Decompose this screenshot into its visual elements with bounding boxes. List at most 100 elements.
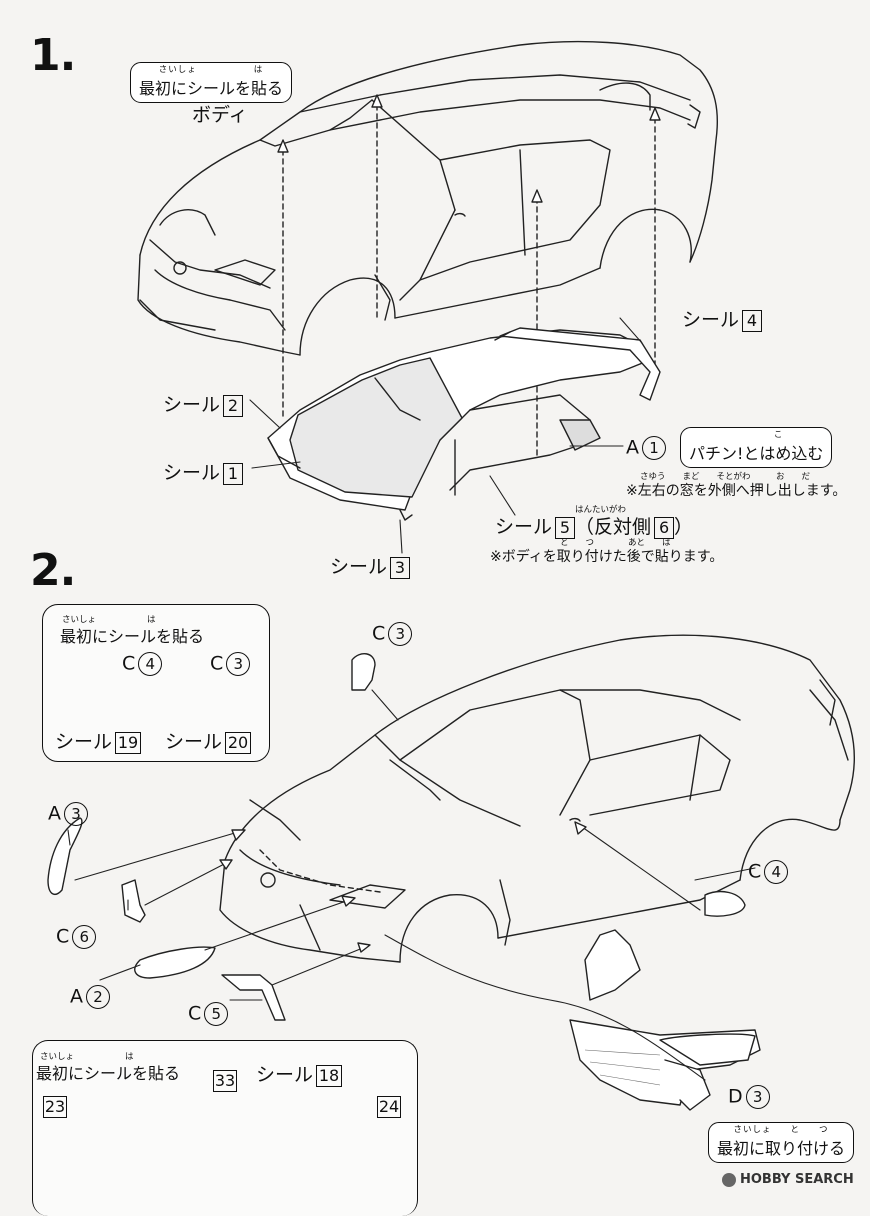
c5-number: 5 bbox=[204, 1002, 229, 1026]
d3-letter: D bbox=[728, 1085, 743, 1108]
seal-2-number: 2 bbox=[223, 394, 244, 417]
seal-5-text: シール bbox=[495, 516, 553, 538]
attach-first-text: 最初に取り付ける bbox=[717, 1139, 846, 1158]
watermark: HOBBY SEARCH bbox=[722, 1172, 854, 1187]
body-label: ボディ bbox=[192, 104, 248, 126]
snap-ruby: こ bbox=[773, 430, 784, 440]
step1-guide-lines bbox=[282, 104, 656, 459]
step-1-number: 1. bbox=[30, 30, 76, 81]
c6-number: 6 bbox=[72, 925, 97, 949]
first-seal-text: 最初にシールを貼る bbox=[139, 79, 284, 98]
watermark-logo-icon bbox=[722, 1172, 736, 1187]
seal-4-text: シール bbox=[682, 309, 740, 331]
grille-panel-title: 最初にシールを貼る bbox=[36, 1064, 181, 1083]
grille-panel bbox=[32, 1040, 418, 1216]
snap-text: パチン!とはめ込む bbox=[689, 444, 824, 463]
seal-5-paren-text: （反対側 bbox=[575, 516, 652, 538]
seal-5-paren-close: ） bbox=[674, 516, 694, 538]
watermark-text: HOBBY SEARCH bbox=[740, 1172, 854, 1187]
part-33-label: 33 bbox=[210, 1070, 237, 1092]
part-23-label: 23 bbox=[40, 1096, 67, 1118]
seal-5-ruby: はんたいがわ bbox=[575, 505, 627, 515]
grille-panel-ruby: さいしょ は bbox=[40, 1052, 134, 1062]
inset-c4-number: 4 bbox=[138, 652, 163, 676]
seal-19-text: シール bbox=[55, 731, 113, 753]
window-note: ※左右の窓を外側へ押し出します。 bbox=[626, 483, 847, 499]
a2-number: 2 bbox=[86, 985, 110, 1009]
body-note-ruby: と つ あと は bbox=[560, 538, 671, 548]
a3-letter: A bbox=[48, 802, 61, 825]
seal-1-text: シール bbox=[163, 462, 221, 484]
seal-5-number: 5 bbox=[555, 516, 576, 539]
first-seal-note: さいしょ は 最初にシールを貼る bbox=[130, 62, 293, 103]
c6-letter: C bbox=[56, 925, 70, 948]
body-note: ※ボディを取り付けた後で貼ります。 bbox=[490, 549, 724, 565]
seal-4-number: 4 bbox=[742, 309, 763, 332]
step2-parts bbox=[47, 653, 761, 1111]
step1-window-glass bbox=[267, 327, 661, 521]
seal-1-number: 1 bbox=[223, 462, 244, 485]
inset-c3-letter: C bbox=[210, 652, 224, 675]
window-note-ruby: さゆう まど そとがわ お だ bbox=[640, 472, 811, 482]
a3-number: 3 bbox=[64, 802, 88, 826]
seal-2-text: シール bbox=[163, 394, 221, 416]
seal-3-text: シール bbox=[330, 556, 388, 578]
seal-20-text: シール bbox=[165, 731, 223, 753]
part-33-number: 33 bbox=[213, 1070, 237, 1092]
part-a1-number: 1 bbox=[642, 436, 666, 460]
c4-number: 4 bbox=[764, 860, 789, 884]
inset-c3-number: 3 bbox=[226, 652, 251, 676]
part-23-number: 23 bbox=[43, 1096, 67, 1118]
a2-letter: A bbox=[70, 985, 83, 1008]
seal-3-number: 3 bbox=[390, 556, 411, 579]
inset-c4-letter: C bbox=[122, 652, 136, 675]
step2-leaders bbox=[67, 689, 756, 1081]
inset-title: 最初にシールを貼る bbox=[60, 627, 205, 646]
step2-car-body bbox=[219, 634, 855, 963]
step1-leaders bbox=[249, 317, 643, 554]
inset-mirror-panel bbox=[42, 604, 270, 762]
step2-arrowheads bbox=[219, 821, 587, 953]
seal-6-number: 6 bbox=[654, 516, 675, 539]
part-24-label: 24 bbox=[374, 1096, 401, 1118]
step1-arrowheads bbox=[277, 94, 661, 203]
snap-in-note: こ パチン!とはめ込む bbox=[680, 427, 833, 468]
c4-letter: C bbox=[748, 860, 762, 883]
seal-20-number: 20 bbox=[225, 731, 252, 754]
seal-18-text: シール bbox=[256, 1064, 314, 1086]
part-a1-letter: A bbox=[626, 436, 639, 459]
part-24-number: 24 bbox=[377, 1096, 401, 1118]
inset-ruby: さいしょ は bbox=[62, 615, 156, 625]
c3-top-letter: C bbox=[372, 622, 386, 645]
step-2-number: 2. bbox=[30, 545, 76, 596]
first-seal-ruby: さいしょ は bbox=[158, 65, 264, 75]
c3-top-number: 3 bbox=[388, 622, 413, 646]
c5-letter: C bbox=[188, 1002, 202, 1025]
step2-guide-lines bbox=[259, 849, 381, 893]
attach-first-note: さいしょ と つ 最初に取り付ける bbox=[708, 1122, 855, 1163]
seal-19-number: 19 bbox=[115, 731, 142, 754]
d3-number: 3 bbox=[745, 1085, 770, 1109]
seal-18-number: 18 bbox=[316, 1064, 343, 1087]
attach-first-ruby: さいしょ と つ bbox=[733, 1125, 829, 1135]
